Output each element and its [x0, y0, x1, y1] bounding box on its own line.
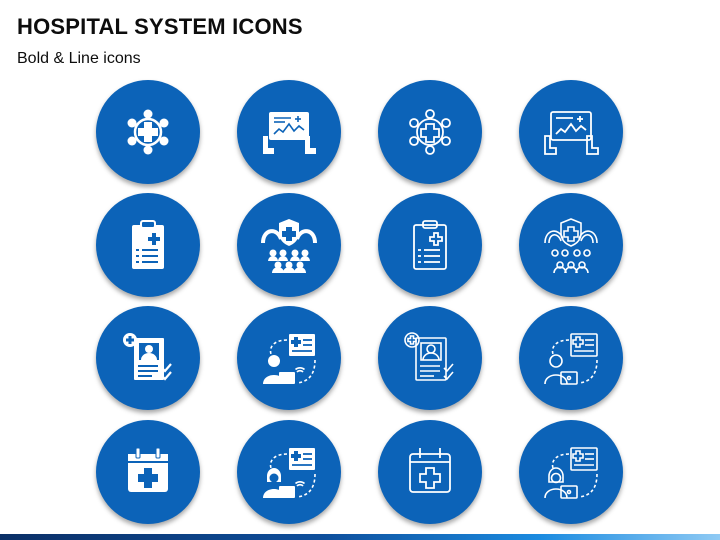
telehealth-user-line-icon — [519, 306, 623, 410]
page-subtitle: Bold & Line icons — [17, 50, 141, 67]
health-shield-crowd-bold-icon — [237, 193, 341, 297]
medical-calendar-line-icon — [378, 420, 482, 524]
medical-calendar-bold-icon — [96, 420, 200, 524]
health-shield-crowd-line-icon — [519, 193, 623, 297]
medical-clipboard-line-icon — [378, 193, 482, 297]
medical-clipboard-bold-icon — [96, 193, 200, 297]
patient-id-report-bold-icon — [96, 306, 200, 410]
network-hospital-line-icon — [378, 80, 482, 184]
patient-id-report-line-icon — [378, 306, 482, 410]
footer-gradient-bar — [0, 534, 720, 540]
network-hospital-bold-icon — [96, 80, 200, 184]
touch-screen-chart-bold-icon — [237, 80, 341, 184]
touch-screen-chart-line-icon — [519, 80, 623, 184]
telehealth-user-bold-icon — [237, 306, 341, 410]
telehealth-doctor-bold-icon — [237, 420, 341, 524]
telehealth-doctor-line-icon — [519, 420, 623, 524]
page-title: HOSPITAL SYSTEM ICONS — [17, 14, 303, 39]
